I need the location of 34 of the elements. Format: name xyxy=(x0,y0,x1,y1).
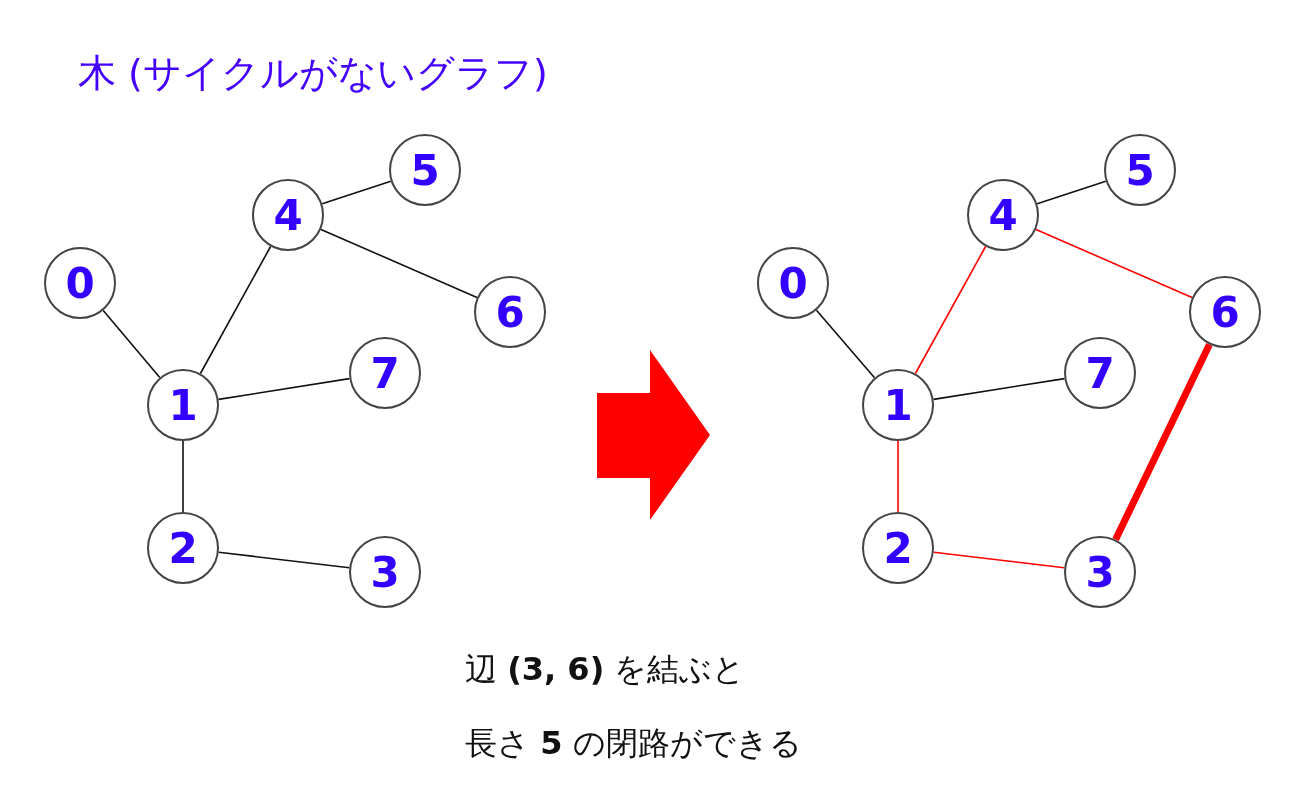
vertex-circle: 6 xyxy=(1189,276,1261,348)
vertex-circle: 5 xyxy=(389,134,461,206)
graph-edge xyxy=(1036,180,1107,205)
graph-edge xyxy=(182,440,184,513)
graph-edge xyxy=(199,245,272,375)
vertex-circle: 4 xyxy=(252,179,324,251)
vertex-circle: 0 xyxy=(757,247,829,319)
vertex-circle: 6 xyxy=(474,276,546,348)
vertex-circle: 2 xyxy=(147,512,219,584)
vertex-circle: 3 xyxy=(1064,536,1136,608)
graph-edge xyxy=(932,377,1066,401)
vertex-circle: 5 xyxy=(1104,134,1176,206)
vertex-circle: 0 xyxy=(44,247,116,319)
vertex-circle: 7 xyxy=(1064,337,1136,409)
graph-edge xyxy=(914,245,987,375)
title: 木 (サイクルがないグラフ) xyxy=(78,50,548,97)
graph-edge xyxy=(815,309,876,379)
graph-edge xyxy=(217,551,351,569)
vertex-circle: 3 xyxy=(349,536,421,608)
graph-edge xyxy=(932,551,1066,569)
graph-edge xyxy=(102,309,161,379)
graph-edge xyxy=(217,377,351,401)
vertex-circle: 4 xyxy=(967,179,1039,251)
caption-line: 長さ 5 の閉路ができる xyxy=(465,723,802,764)
vertex-circle: 1 xyxy=(147,369,219,441)
vertex-circle: 7 xyxy=(349,337,421,409)
vertex-circle: 1 xyxy=(862,369,934,441)
graph-edge xyxy=(1112,342,1213,542)
graph-edge xyxy=(321,180,392,205)
vertex-circle: 2 xyxy=(862,512,934,584)
graph-edge xyxy=(320,228,478,299)
graph-edge xyxy=(897,440,899,513)
caption-line: 辺 (3, 6) を結ぶと xyxy=(465,649,746,690)
graph-edge xyxy=(1035,228,1193,299)
